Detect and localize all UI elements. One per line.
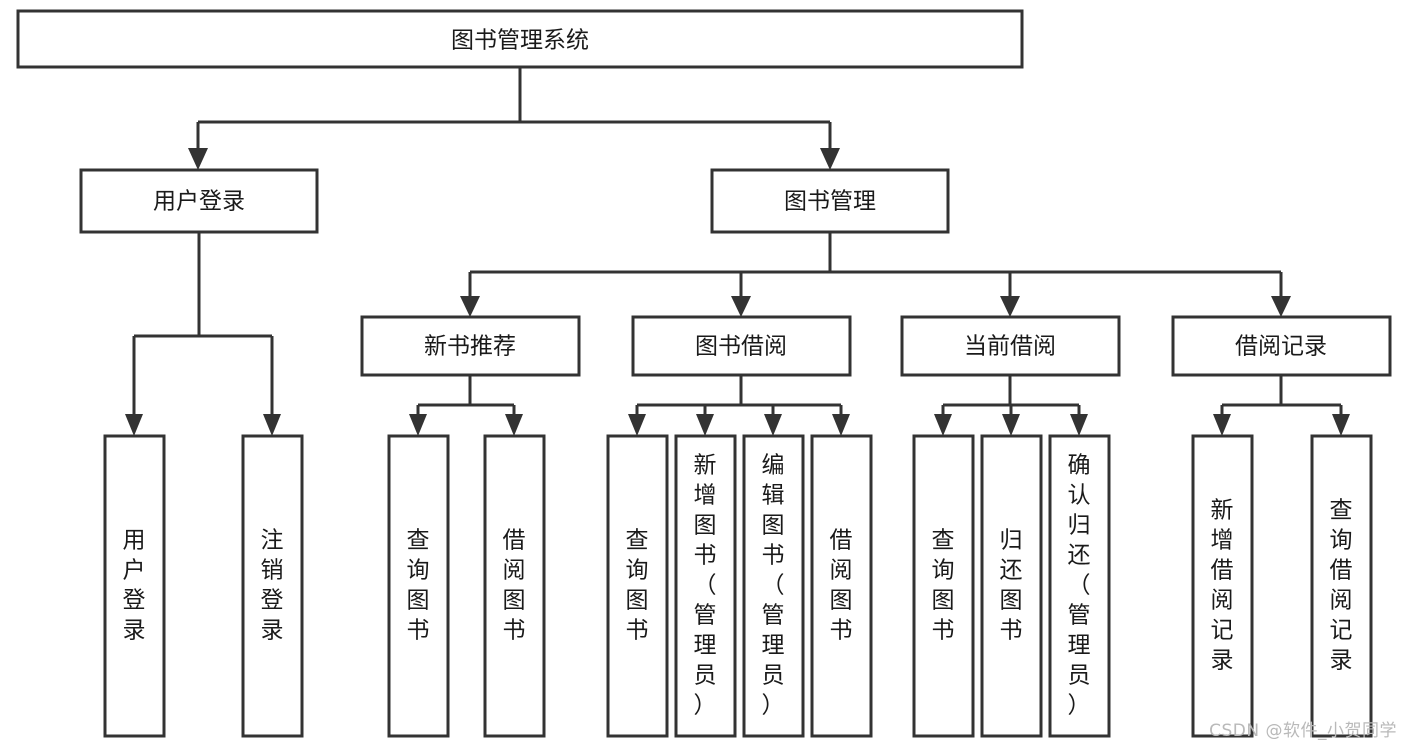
connector-group	[132, 67, 1343, 414]
arrow-icon-leaf-cb-2	[1002, 414, 1020, 436]
leaf-node-current-1-label: 查询图书	[932, 528, 955, 644]
arrow-icon-leaf-cb-1	[934, 414, 952, 436]
leaf-node-record-1-box[interactable]	[1191, 434, 1254, 738]
node-book-borrow[interactable]: 图书借阅	[631, 315, 852, 377]
arrow-icon-to-current	[1000, 296, 1020, 317]
node-book-manage-label: 图书管理	[784, 189, 876, 215]
arrow-icon-leaf-cb-3	[1070, 414, 1088, 436]
node-new-book-recommend-label: 新书推荐	[424, 334, 516, 360]
node-book-manage[interactable]: 图书管理	[710, 168, 950, 234]
node-user-login-box[interactable]	[79, 168, 319, 234]
leaf-node-borrow-2-box[interactable]	[674, 434, 737, 738]
leaf-node-borrow-2[interactable]: 新增图书（管理员）	[674, 434, 737, 738]
node-new-book-recommend[interactable]: 新书推荐	[360, 315, 581, 377]
leaf-node-user-login-1-box[interactable]	[103, 434, 166, 738]
leaf-node-borrow-4[interactable]: 借阅图书	[810, 434, 873, 738]
node-borrow-record-label: 借阅记录	[1235, 334, 1327, 360]
node-borrow-record-box[interactable]	[1171, 315, 1392, 377]
leaf-node-record-2-box[interactable]	[1310, 434, 1373, 738]
arrow-icon-to-record	[1271, 296, 1291, 317]
arrow-icon-leaf-bw-1	[628, 414, 646, 436]
arrow-icon-leaf-nb-2	[505, 414, 523, 436]
leaf-node-record-2[interactable]: 查询借阅记录	[1310, 434, 1373, 738]
leaf-node-borrow-4-box[interactable]	[810, 434, 873, 738]
leaf-node-current-3-box[interactable]	[1048, 434, 1111, 738]
leaf-node-current-2[interactable]: 归还图书	[980, 434, 1043, 738]
arrow-icon-to-user-login	[188, 148, 208, 170]
leaf-node-borrow-4-label: 借阅图书	[830, 528, 853, 644]
leaf-node-borrow-2-label: 新增图书（管理员）	[694, 453, 717, 719]
node-current-borrow-box[interactable]	[900, 315, 1121, 377]
leaf-node-current-2-label: 归还图书	[1000, 528, 1023, 644]
node-root-label: 图书管理系统	[451, 28, 589, 54]
leaf-node-record-1[interactable]: 新增借阅记录	[1191, 434, 1254, 738]
arrow-icon-leaf-ul-1	[125, 414, 143, 436]
leaf-node-record-1-label: 新增借阅记录	[1211, 498, 1234, 674]
leaf-node-new-book-1-box[interactable]	[387, 434, 450, 738]
leaf-node-borrow-3-box[interactable]	[742, 434, 805, 738]
leaf-node-current-1-box[interactable]	[912, 434, 975, 738]
arrow-icon-leaf-bw-4	[832, 414, 850, 436]
arrow-icon-leaf-ul-2	[263, 414, 281, 436]
node-book-borrow-label: 图书借阅	[695, 334, 787, 360]
node-current-borrow[interactable]: 当前借阅	[900, 315, 1121, 377]
node-borrow-record[interactable]: 借阅记录	[1171, 315, 1392, 377]
arrow-icon-leaf-bw-3	[764, 414, 782, 436]
arrow-icon-leaf-bw-2	[696, 414, 714, 436]
node-book-manage-box[interactable]	[710, 168, 950, 234]
leaf-node-new-book-2-label: 借阅图书	[503, 528, 526, 644]
leaf-node-user-login-2-label: 注销登录	[261, 528, 284, 644]
node-new-book-recommend-box[interactable]	[360, 315, 581, 377]
leaf-node-record-2-label: 查询借阅记录	[1330, 498, 1353, 674]
arrow-icon-leaf-rc-2	[1332, 414, 1350, 436]
node-current-borrow-label: 当前借阅	[964, 334, 1056, 360]
leaf-node-current-1[interactable]: 查询图书	[912, 434, 975, 738]
leaf-node-user-login-1-label: 用户登录	[123, 528, 146, 644]
node-user-login[interactable]: 用户登录	[79, 168, 319, 234]
leaf-node-borrow-3[interactable]: 编辑图书（管理员）	[742, 434, 805, 738]
arrow-icon-leaf-nb-1	[409, 414, 427, 436]
leaf-node-borrow-1-box[interactable]	[606, 434, 669, 738]
leaf-node-new-book-1-label: 查询图书	[407, 528, 430, 644]
node-book-borrow-box[interactable]	[631, 315, 852, 377]
arrowhead-group	[125, 148, 1350, 436]
node-user-login-label: 用户登录	[153, 189, 245, 215]
node-root-box[interactable]	[16, 9, 1024, 69]
leaf-node-user-login-1[interactable]: 用户登录	[103, 434, 166, 738]
leaf-node-new-book-2[interactable]: 借阅图书	[483, 434, 546, 738]
leaf-node-current-3[interactable]: 确认归还（管理员）	[1048, 434, 1111, 738]
arrow-icon-to-new-book	[460, 296, 480, 317]
leaf-node-borrow-1-label: 查询图书	[626, 528, 649, 644]
leaf-node-current-3-label: 确认归还（管理员）	[1068, 453, 1091, 719]
leaf-node-user-login-2-box[interactable]	[241, 434, 304, 738]
leaf-node-new-book-2-box[interactable]	[483, 434, 546, 738]
leaf-node-user-login-2[interactable]: 注销登录	[241, 434, 304, 738]
leaf-node-borrow-3-label: 编辑图书（管理员）	[762, 453, 785, 719]
arrow-icon-to-borrow	[731, 296, 751, 317]
arrow-icon-leaf-rc-1	[1213, 414, 1231, 436]
node-root[interactable]: 图书管理系统	[16, 9, 1024, 69]
leaf-node-current-2-box[interactable]	[980, 434, 1043, 738]
leaf-node-borrow-1[interactable]: 查询图书	[606, 434, 669, 738]
arrow-icon-to-book-manage	[820, 148, 840, 170]
leaf-node-new-book-1[interactable]: 查询图书	[387, 434, 450, 738]
